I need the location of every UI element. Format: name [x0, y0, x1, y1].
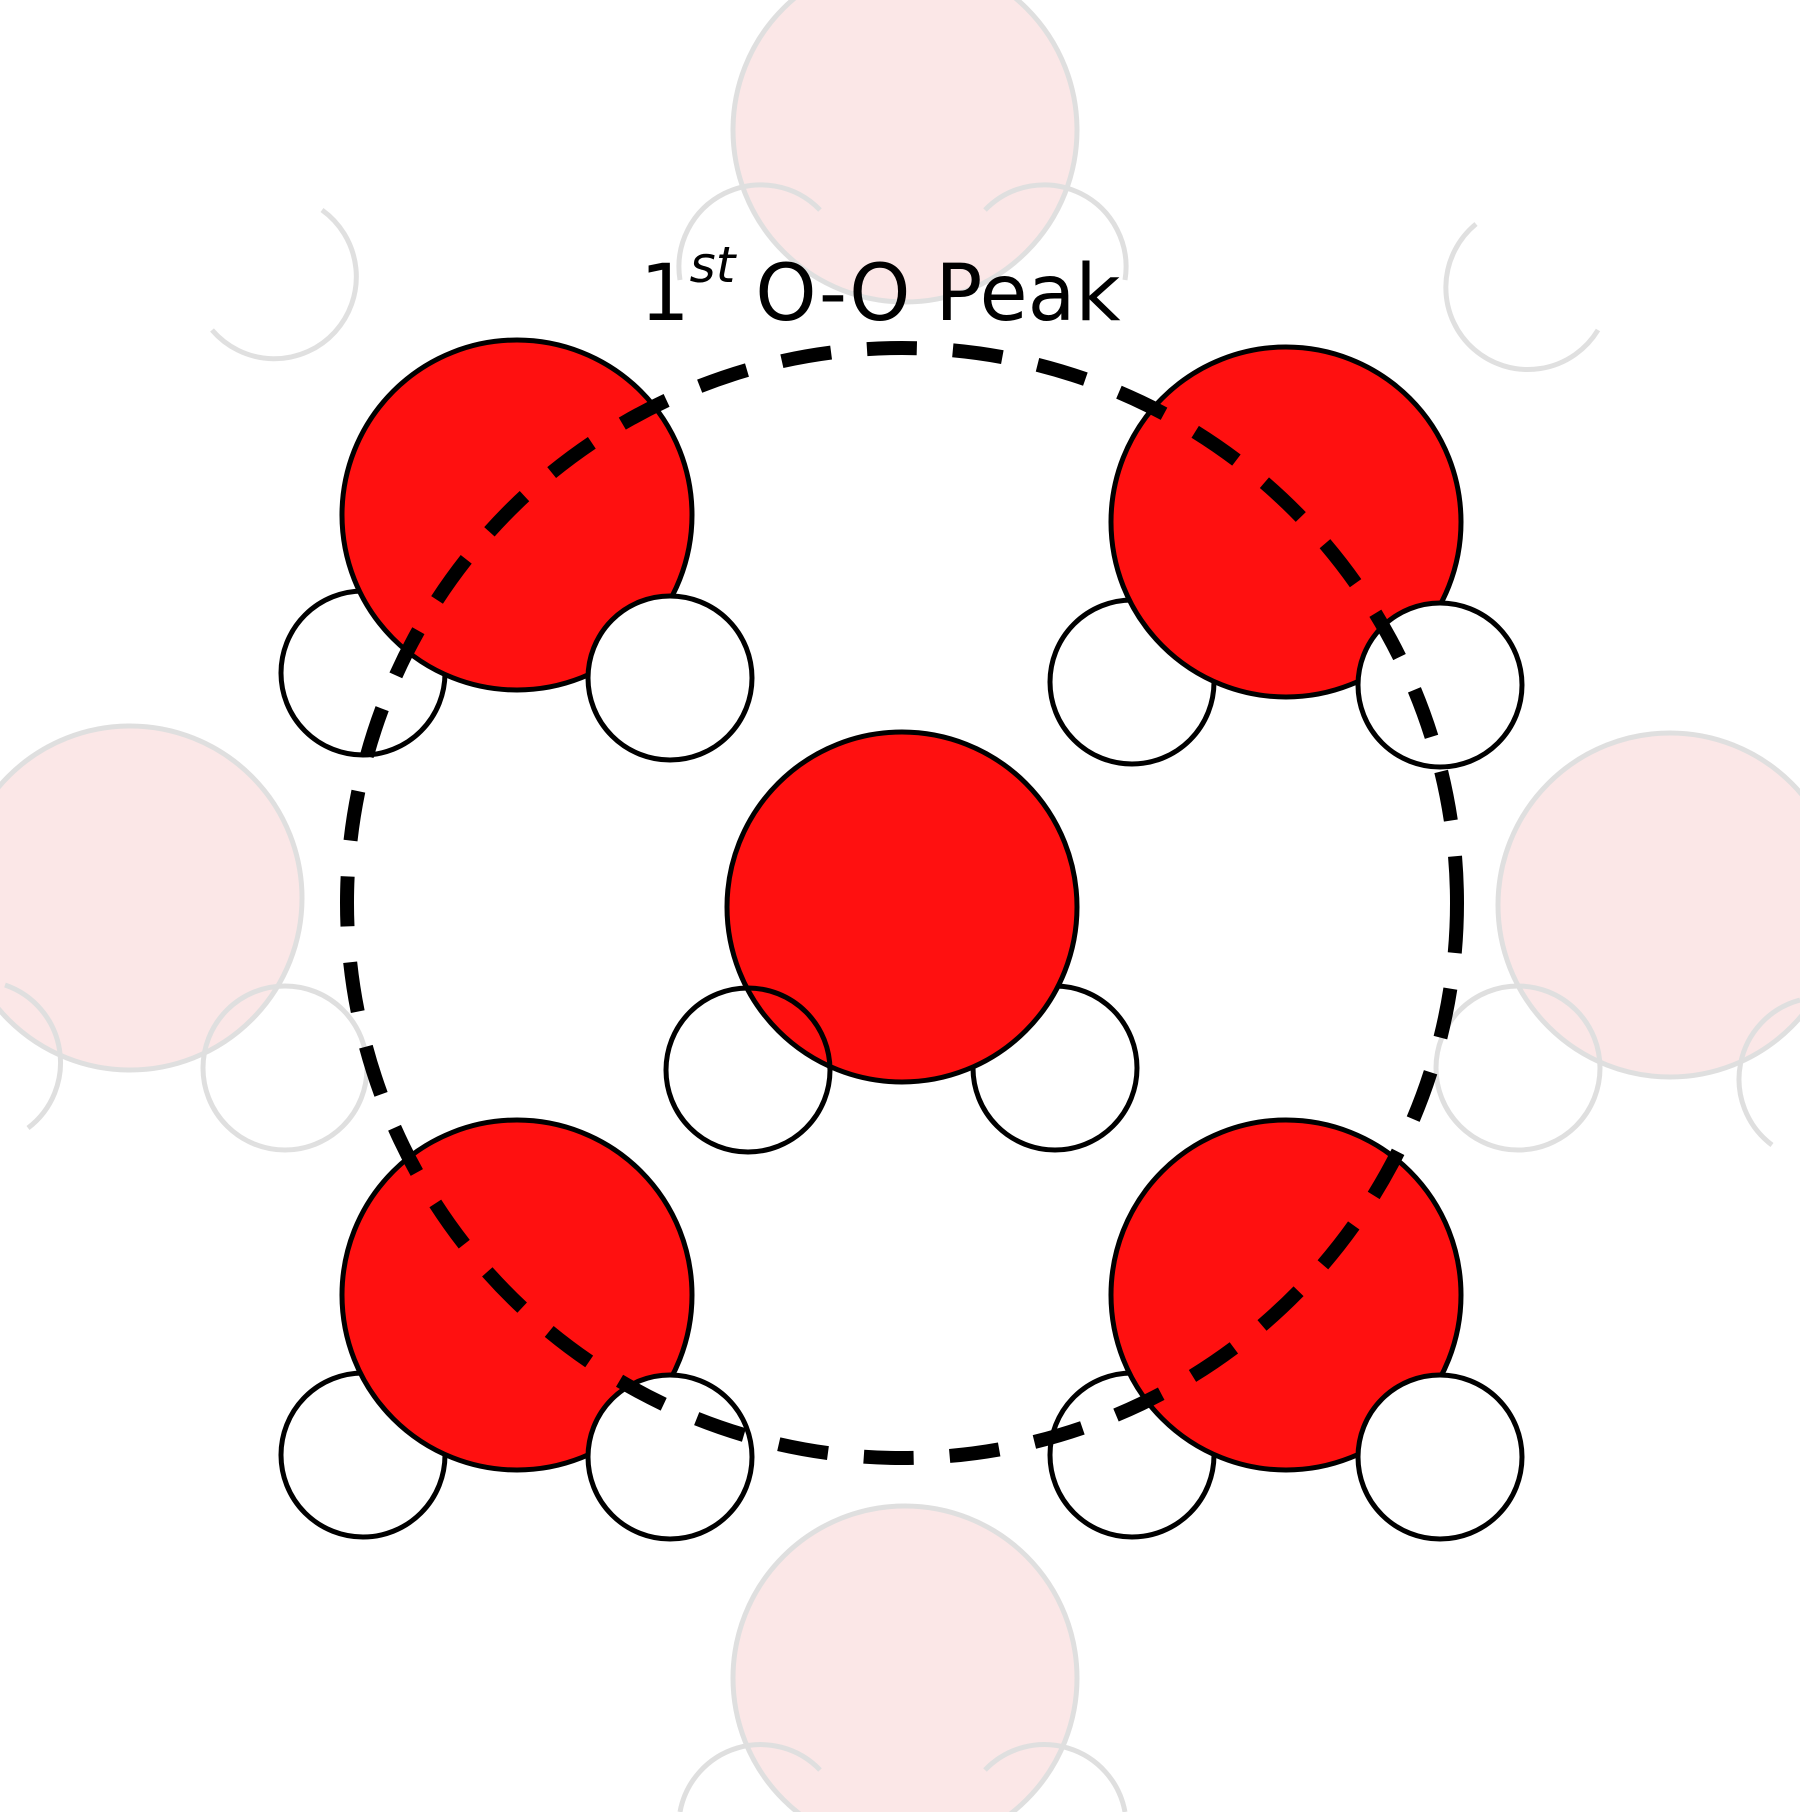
- molecule-top-left: [278, 337, 755, 763]
- label-number: 1: [640, 249, 690, 339]
- molecule-bottom-right: [1047, 1117, 1525, 1542]
- faded-hydrogen-top-left: [676, 182, 822, 281]
- hydrogen-bottom-left-b: [585, 1372, 755, 1542]
- first-shell: [278, 337, 1525, 1542]
- first-oo-peak-dashed-circle: [340, 341, 1464, 1465]
- faded-oxygen-left: [0, 723, 305, 1073]
- molecule-top-right: [1047, 344, 1525, 770]
- faded-hydrogen-top-right: [983, 182, 1129, 281]
- hydrogen-top-left-b: [585, 593, 755, 763]
- oxygen-top-left: [339, 337, 695, 693]
- faded-oxygen-right: [1495, 730, 1800, 1080]
- faded-hydrogen-right-a: [1433, 983, 1603, 1153]
- faded-hydrogen-left-a: [200, 983, 370, 1153]
- faded-oxygen-bottom: [730, 1503, 1080, 1812]
- label-text: O-O Peak: [755, 249, 1120, 339]
- molecule-bottom-left: [278, 1117, 755, 1542]
- faded-oxygen-top: [730, 0, 1080, 305]
- hydrogen-bottom-right-b: [1355, 1372, 1525, 1542]
- faded-hydrogen-top-left-corner: [210, 207, 359, 362]
- faded-molecule-left: [0, 723, 370, 1153]
- faded-molecule-bottom: [677, 1503, 1128, 1812]
- faded-molecule-right: [1433, 730, 1800, 1153]
- faded-hydrogen-top-right-corner: [1443, 222, 1601, 373]
- label-superscript: st: [690, 236, 738, 294]
- faded-hydrogen-bottom-left: [677, 1742, 822, 1812]
- first-oo-peak-label: 1st O-O Peak: [640, 236, 1121, 339]
- hydrogen-central-left-overlay: [747, 985, 833, 1071]
- faded-molecule-top: [676, 0, 1129, 305]
- oxygen-central: [724, 729, 1080, 1085]
- molecule-central: [663, 729, 1140, 1155]
- faded-hydrogen-bottom-right: [983, 1742, 1128, 1812]
- faded-hydrogen-left-b: [4, 982, 64, 1130]
- faded-hydrogen-right-b: [1736, 997, 1800, 1148]
